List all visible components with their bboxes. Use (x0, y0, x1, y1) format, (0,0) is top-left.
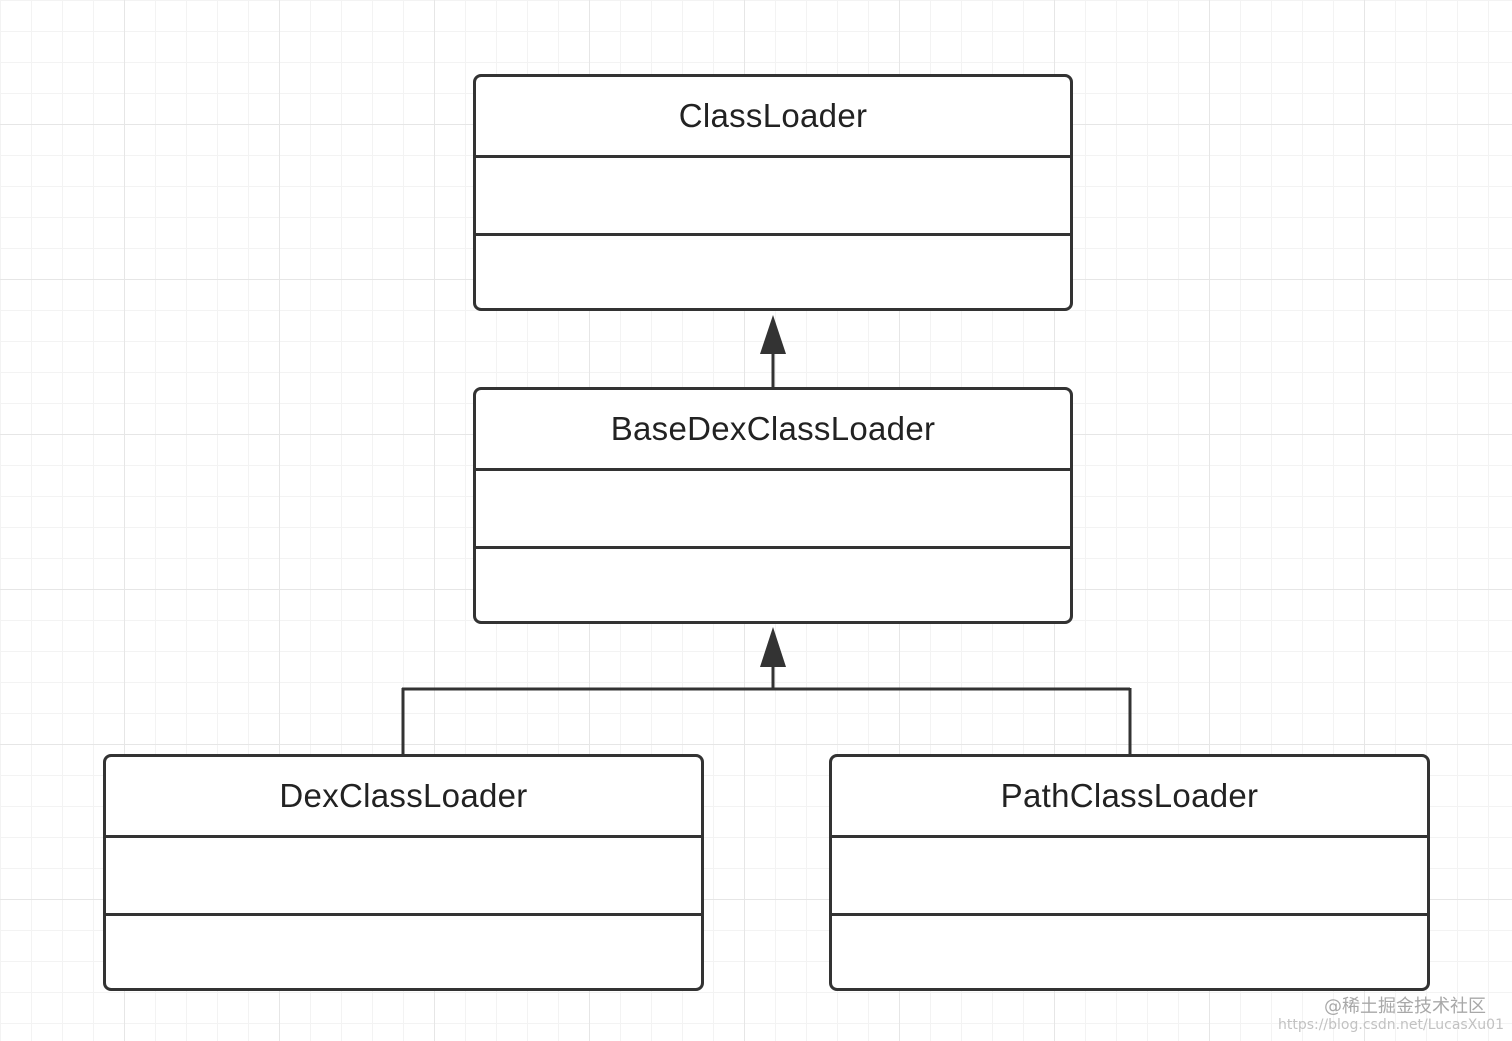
arrowhead-classloader-icon (760, 315, 786, 354)
class-methods-compartment (106, 913, 701, 988)
class-name: ClassLoader (678, 97, 868, 134)
watermark-source: @稀土掘金技术社区 (1324, 996, 1486, 1017)
class-methods-compartment (476, 233, 1070, 308)
class-attributes-compartment (832, 835, 1427, 913)
class-box-pathclassloader[interactable]: PathClassLoader (829, 754, 1430, 991)
class-methods-compartment (476, 546, 1070, 621)
class-box-classloader[interactable]: ClassLoader (473, 74, 1073, 311)
class-attributes-compartment (106, 835, 701, 913)
class-attributes-compartment (476, 155, 1070, 233)
arrowhead-basedex-icon (760, 627, 786, 667)
class-methods-compartment (832, 913, 1427, 988)
watermark-url: https://blog.csdn.net/LucasXu01 (1277, 1017, 1504, 1033)
class-name: DexClassLoader (279, 777, 528, 814)
class-box-dexclassloader[interactable]: DexClassLoader (103, 754, 704, 991)
class-name: PathClassLoader (1000, 777, 1259, 814)
class-attributes-compartment (476, 468, 1070, 546)
class-name: BaseDexClassLoader (610, 410, 936, 447)
class-box-basedexclassloader[interactable]: BaseDexClassLoader (473, 387, 1073, 624)
